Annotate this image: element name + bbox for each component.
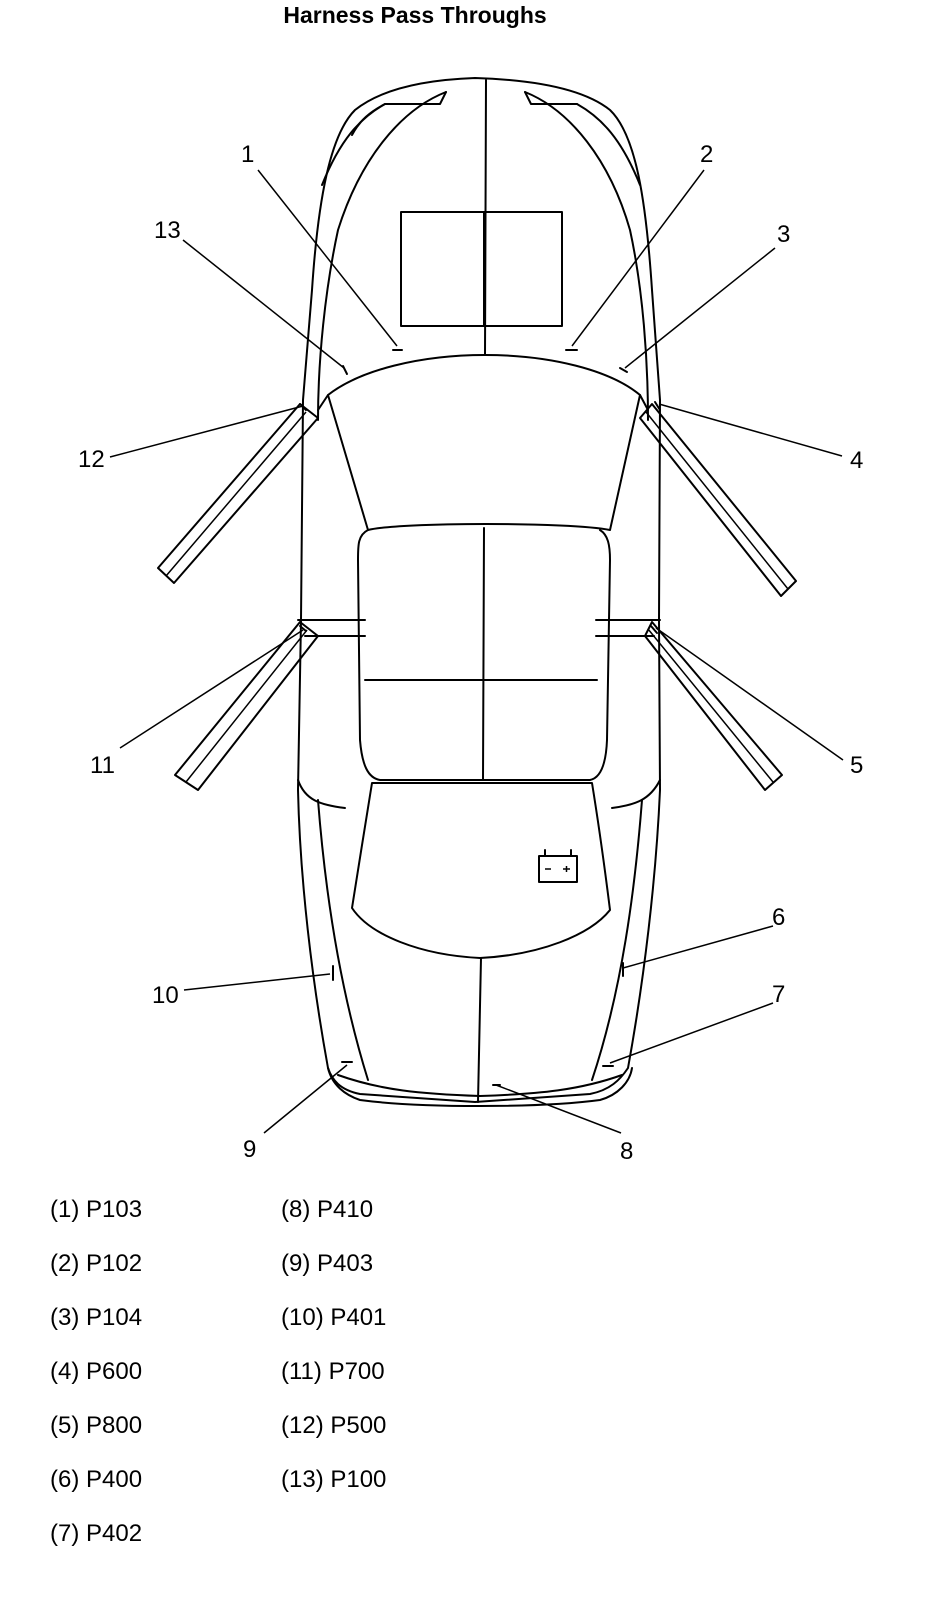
leader-10 [183, 973, 331, 991]
leader-13 [182, 239, 345, 369]
callout-1: 1 [241, 141, 254, 168]
car-body [297, 77, 661, 1107]
callout-2: 2 [700, 141, 713, 168]
legend-item-7: (7) P402 [50, 1520, 143, 1547]
leader-9 [263, 1064, 348, 1134]
callout-11: 11 [90, 752, 115, 779]
legend-item-3: (3) P104 [50, 1304, 143, 1331]
front-left-door [157, 403, 319, 584]
marker-4 [654, 401, 661, 411]
callout-numbers: 1 2 3 4 5 6 7 8 9 10 11 12 13 [78, 141, 863, 1165]
callout-5: 5 [850, 752, 863, 779]
leader-5 [655, 627, 844, 761]
leader-lines [109, 169, 844, 1134]
callout-12: 12 [78, 446, 105, 473]
legend-item-11: (11) P700 [281, 1358, 385, 1385]
leader-2 [571, 169, 705, 347]
leader-11 [119, 629, 304, 749]
callout-6: 6 [772, 904, 785, 931]
legend-item-13: (13) P100 [281, 1466, 387, 1493]
legend-item-5: (5) P800 [50, 1412, 143, 1439]
callout-13: 13 [154, 217, 181, 244]
pass-through-markers [299, 349, 661, 1086]
callout-7: 7 [772, 981, 785, 1008]
legend-item-6: (6) P400 [50, 1466, 143, 1493]
legend-item-4: (4) P600 [50, 1358, 143, 1385]
diagram-title: Harness Pass Throughs [283, 2, 547, 28]
legend-item-1: (1) P103 [50, 1196, 143, 1223]
leader-3 [624, 247, 776, 369]
marker-3 [619, 367, 628, 373]
legend-item-9: (9) P403 [281, 1250, 374, 1277]
marker-5 [650, 625, 658, 634]
legend-item-12: (12) P500 [281, 1412, 387, 1439]
battery-icon [538, 849, 578, 883]
callout-8: 8 [620, 1138, 633, 1165]
leader-1 [257, 169, 398, 347]
leader-12 [109, 405, 304, 458]
marker-11 [299, 625, 307, 632]
leader-7 [609, 1002, 774, 1064]
callout-10: 10 [152, 982, 179, 1009]
marker-12 [299, 403, 307, 411]
front-right-door [639, 403, 797, 597]
callout-4: 4 [850, 447, 863, 474]
leader-8 [495, 1084, 622, 1134]
legend-item-10: (10) P401 [281, 1304, 387, 1331]
rear-right-door [644, 621, 783, 791]
car-top-view-diagram: 1 2 3 4 5 6 7 8 9 10 11 12 13 [78, 77, 863, 1165]
leader-4 [658, 403, 843, 457]
legend-item-8: (8) P410 [281, 1196, 374, 1223]
legend-item-2: (2) P102 [50, 1250, 143, 1277]
callout-3: 3 [777, 221, 790, 248]
leader-6 [622, 925, 774, 969]
rear-left-door [174, 621, 319, 791]
callout-9: 9 [243, 1136, 256, 1163]
